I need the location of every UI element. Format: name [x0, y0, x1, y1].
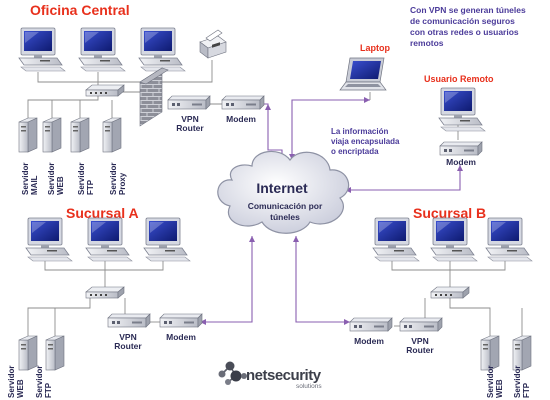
laptop-label: Laptop [360, 43, 390, 53]
label-b-web-1: Servidor [486, 366, 495, 398]
info-note: La información viaja encapsulada o encri… [331, 127, 400, 156]
central-server-web [42, 117, 62, 153]
branch-b-modem-label: Modem [354, 336, 384, 346]
intro-note-line2: de comunicación seguros [410, 16, 515, 26]
remote-user-modem [439, 141, 483, 156]
internet-sublabel-line1: Comunicación por [248, 201, 323, 211]
intro-note: Con VPN se generan túneles de comunicaci… [410, 5, 526, 48]
label-central-mail-2: MAIL [30, 175, 39, 195]
label-central-web-2: WEB [56, 176, 65, 195]
info-note-line1: La información [331, 127, 388, 136]
branch-b-pc-2 [430, 217, 478, 262]
label-central-proxy-1: Servidor [109, 163, 118, 195]
info-note-line2: viaja encapsulada [331, 137, 400, 146]
branch-b-vpn-router-label-1: VPN [411, 336, 428, 346]
label-central-web-1: Servidor [47, 163, 56, 195]
logo-molecule-icon [218, 361, 247, 385]
branch-a-pc-1 [25, 217, 73, 262]
remote-user-pc [438, 87, 486, 132]
title-sucursal-a: Sucursal A [66, 205, 139, 221]
branch-a-modem-label: Modem [166, 332, 196, 342]
central-vpn-router-label-1: VPN [181, 114, 198, 124]
branch-a-pc-3 [143, 217, 191, 262]
logo-name: netsecurity [246, 367, 322, 384]
central-pc-2 [78, 27, 126, 72]
remote-user-title: Usuario Remoto [424, 74, 494, 84]
vpn-tunnels [200, 97, 463, 325]
branch-b-pc-3 [485, 217, 533, 262]
central-pc-3 [138, 27, 186, 72]
branch-b-vpn-router [399, 317, 443, 332]
branch-a-pc-2 [85, 217, 133, 262]
logo-tagline: solutions [296, 383, 322, 390]
branch-b-modem [349, 317, 393, 332]
internet-sublabel-line2: túneles [270, 212, 300, 222]
branch-a-modem [159, 313, 203, 328]
laptop-icon [339, 57, 387, 91]
label-central-ftp-2: FTP [86, 179, 95, 195]
remote-user-modem-label: Modem [446, 157, 476, 167]
central-modem-label: Modem [226, 114, 256, 124]
central-pc-1 [18, 27, 66, 72]
label-b-ftp-2: FTP [522, 382, 531, 398]
branch-b-vpn-router-label-2: Router [406, 345, 434, 355]
label-a-ftp-2: FTP [44, 382, 53, 398]
central-server-ftp [70, 117, 90, 153]
central-switch [85, 84, 125, 97]
branch-a-vpn-router-label-2: Router [114, 341, 142, 351]
branch-b-server-ftp [512, 335, 532, 371]
label-central-proxy-2: Proxy [118, 172, 127, 195]
branch-b-switch [430, 286, 470, 299]
label-central-ftp-1: Servidor [77, 163, 86, 195]
central-server-proxy [102, 117, 122, 153]
label-b-ftp-1: Servidor [513, 366, 522, 398]
central-server-mail [18, 117, 38, 153]
branch-a-server-ftp [45, 335, 65, 371]
info-note-line3: o encriptada [331, 147, 379, 156]
label-a-web-1: Servidor [7, 366, 16, 398]
branch-b-pc-1 [372, 217, 420, 262]
label-a-web-2: WEB [16, 379, 25, 398]
central-vpn-router-label-2: Router [176, 123, 204, 133]
label-central-mail-1: Servidor [21, 163, 30, 195]
central-server-labels: Servidor MAIL Servidor WEB Servidor FTP … [21, 163, 127, 195]
netsecurity-logo: netsecurity solutions [218, 361, 322, 390]
intro-note-line4: remotos [410, 38, 444, 48]
branch-a-server-web [18, 335, 38, 371]
branch-a-switch [85, 286, 125, 299]
firewall-wall [139, 67, 169, 127]
central-vpn-router [167, 95, 211, 110]
branch-a-vpn-router-label-1: VPN [119, 332, 136, 342]
printer-icon [199, 29, 227, 59]
internet-label: Internet [256, 180, 308, 196]
intro-note-line3: con otras redes o usuarios [410, 27, 519, 37]
central-modem [221, 95, 265, 110]
intro-note-line1: Con VPN se generan túneles [410, 5, 526, 15]
title-sucursal-b: Sucursal B [413, 205, 486, 221]
label-a-ftp-1: Servidor [35, 366, 44, 398]
internet-cloud: Internet Comunicación por túneles [217, 150, 350, 234]
title-oficina-central: Oficina Central [30, 2, 130, 18]
branch-b-server-web [480, 335, 500, 371]
label-b-web-2: WEB [495, 379, 504, 398]
branch-a-vpn-router [107, 313, 151, 328]
